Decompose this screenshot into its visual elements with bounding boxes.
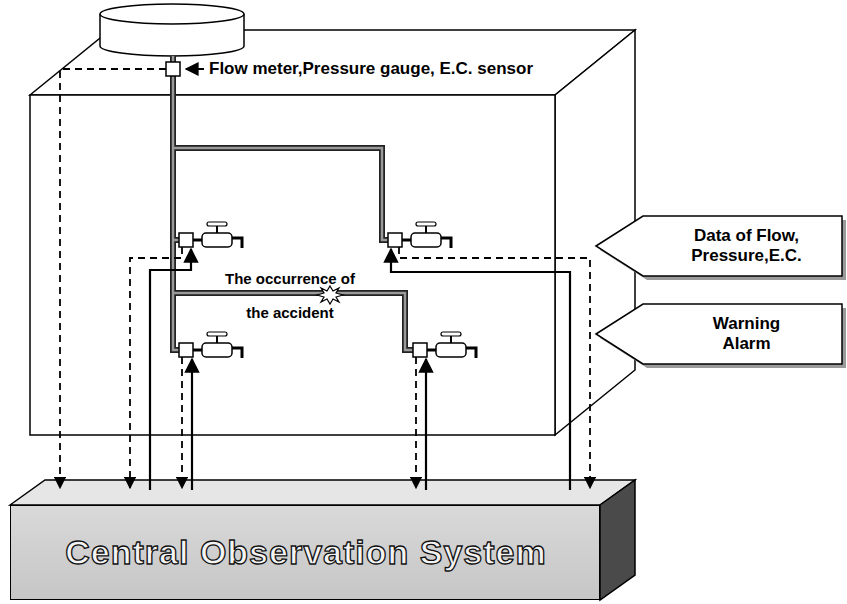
faucet-sensor-part — [436, 343, 466, 357]
water-tank — [100, 4, 244, 56]
callout-text: Data of Flow, Pressure,E.C. — [672, 226, 822, 267]
faucet-sensor-part — [202, 343, 232, 357]
callout-face — [596, 304, 842, 364]
faucet-sensor-part — [388, 233, 402, 247]
slab-top — [10, 480, 635, 505]
faucet-sensor-part — [202, 233, 232, 247]
faucet-sensor-part — [216, 336, 218, 343]
system-title: Central Observation System — [65, 532, 546, 573]
data-line — [60, 69, 590, 488]
alarm-callout: Warning Alarm — [596, 304, 842, 364]
faucet-sensor-part — [232, 238, 242, 248]
faucet-sensor-part — [411, 233, 441, 247]
alarm-line-part — [191, 359, 193, 490]
callout-face — [596, 216, 842, 276]
faucet-sensor-part — [207, 222, 227, 226]
callout-text: Warning Alarm — [699, 314, 794, 355]
faucet-sensor-part — [466, 348, 476, 358]
data-line-part — [181, 357, 183, 488]
faucet-sensor-part — [413, 343, 427, 357]
alarm-line — [150, 249, 570, 490]
faucet-sensor-part — [450, 336, 452, 343]
faucet-sensor-part — [179, 233, 193, 247]
faucet-sensor-part — [193, 239, 202, 242]
system-box: Central Observation System — [10, 505, 600, 600]
faucet-sensor-part — [427, 349, 436, 352]
slab-side — [600, 480, 635, 600]
pointer-arrow — [186, 68, 204, 70]
sensor-label: Flow meter,Pressure gauge, E.C. sensor — [209, 59, 589, 79]
faucet-sensor — [179, 222, 242, 248]
pipe-outline — [173, 56, 413, 350]
faucet-sensor — [179, 332, 242, 358]
alarm-line-part — [425, 359, 427, 490]
callout-arrow — [596, 304, 842, 364]
faucet-sensor-part — [402, 239, 411, 242]
main-sensor — [166, 62, 180, 76]
pipe — [173, 56, 413, 350]
faucet-sensor-part — [207, 332, 227, 336]
text-area: Warning Alarm — [651, 304, 842, 364]
faucet-sensor-part — [441, 238, 451, 248]
faucet-sensor-part — [193, 349, 202, 352]
faucet-sensor-part — [232, 348, 242, 358]
faucet-sensor-part — [425, 226, 427, 233]
data-line-part — [415, 357, 417, 488]
building-box — [30, 30, 635, 435]
system-slab — [10, 480, 635, 600]
faucet-sensor-part — [216, 226, 218, 233]
pipe-core — [173, 56, 413, 350]
faucet-sensor-part — [441, 332, 461, 336]
accident-burst — [317, 286, 343, 304]
faucet-sensor — [413, 332, 476, 358]
faucet-sensor-part — [416, 222, 436, 226]
alarm-line-part — [391, 249, 570, 490]
data-callout: Data of Flow, Pressure,E.C. — [596, 216, 842, 276]
text-area: Central Observation System — [11, 506, 601, 599]
text-area: Data of Flow, Pressure,E.C. — [651, 216, 842, 276]
faucet-sensor — [388, 222, 451, 248]
data-line-part — [399, 247, 590, 488]
accident-label: The occurrence of the accident — [220, 262, 360, 330]
faucet-sensor-part — [179, 343, 193, 357]
alarm-line-part — [150, 249, 191, 490]
tank-top — [100, 4, 244, 24]
data-line-part — [130, 247, 182, 488]
